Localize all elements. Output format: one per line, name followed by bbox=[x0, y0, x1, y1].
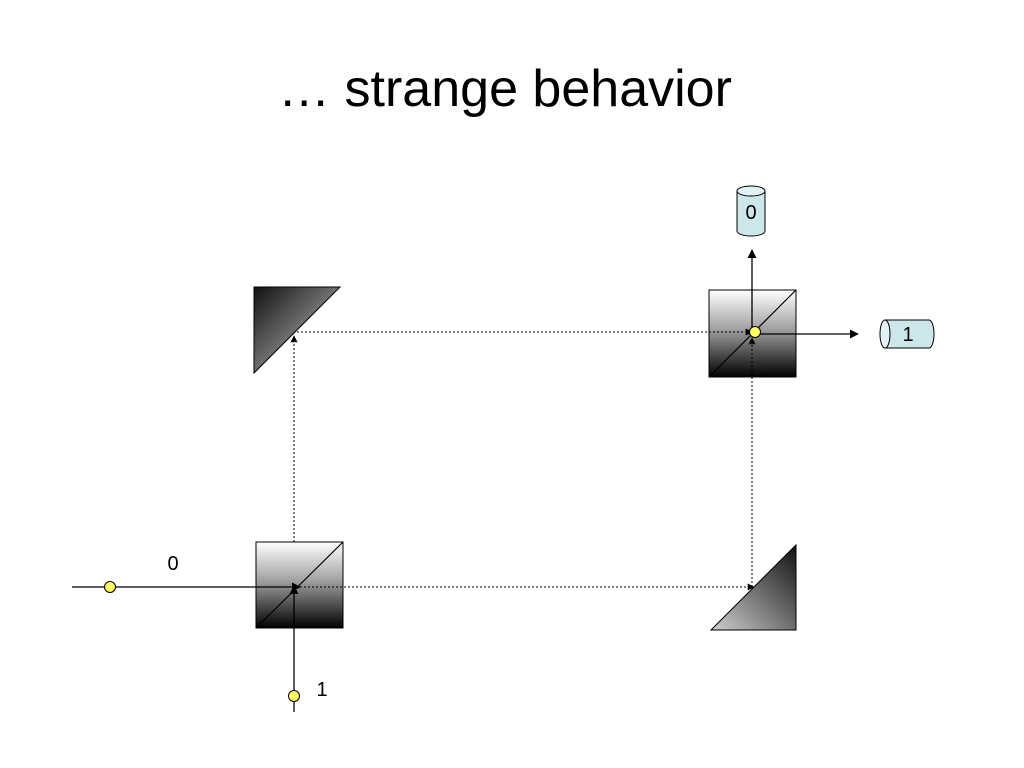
slide-title: … strange behavior bbox=[278, 60, 732, 118]
photon-dot-icon bbox=[749, 326, 761, 338]
detector-top-label: 0 bbox=[745, 202, 756, 224]
photon-dot-icon bbox=[104, 581, 116, 593]
detector-top-icon: 0 bbox=[736, 185, 766, 237]
detector-right-icon: 1 bbox=[879, 319, 935, 349]
interferometer-paths bbox=[290, 328, 756, 591]
input-vertical-label: 1 bbox=[316, 679, 327, 701]
beam-splitter-bottom-left-icon bbox=[255, 541, 344, 629]
detector-right-label: 1 bbox=[902, 324, 913, 346]
photon-dot-icon bbox=[288, 690, 300, 702]
mirror-top-left-icon bbox=[253, 286, 342, 375]
input-horizontal-label: 0 bbox=[167, 553, 178, 575]
